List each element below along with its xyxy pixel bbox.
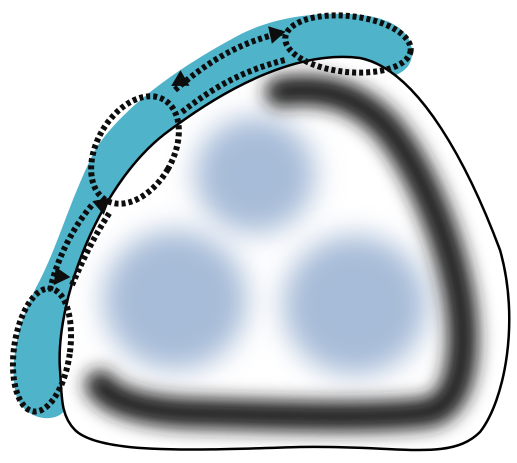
blob-top: [195, 117, 315, 233]
blob-left: [103, 230, 247, 370]
blob-right: [283, 235, 427, 375]
